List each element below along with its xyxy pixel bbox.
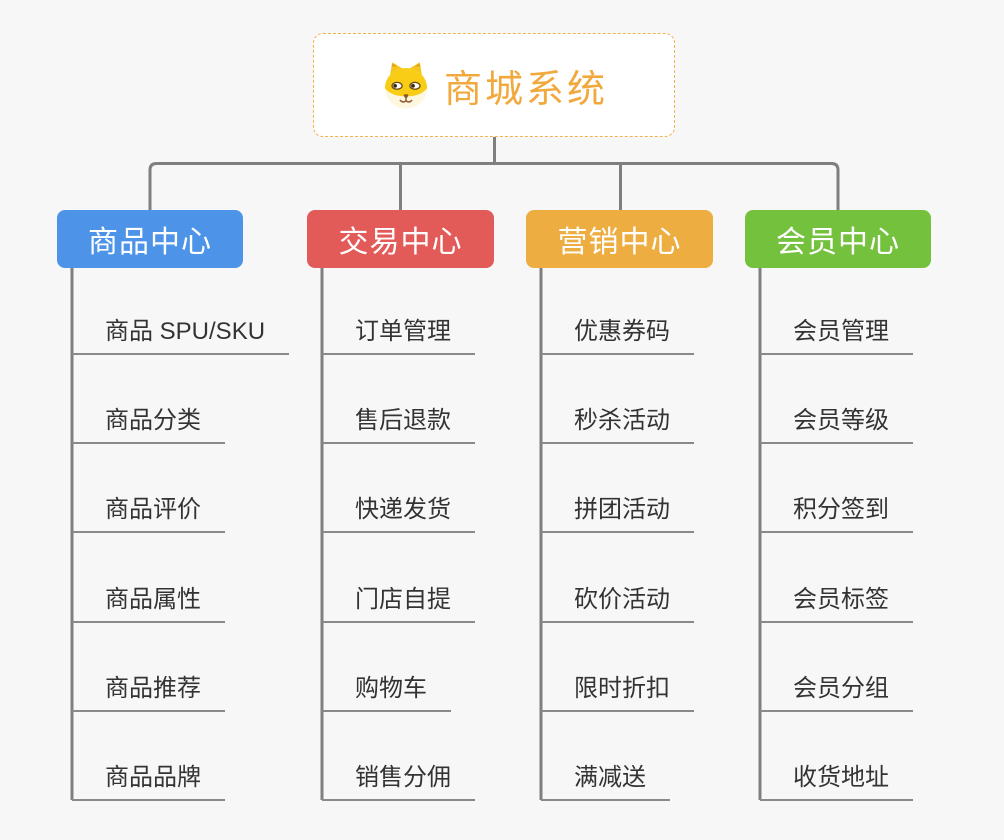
child-node[interactable]: 拼团活动 xyxy=(541,497,694,533)
branch-node-product-center[interactable]: 商品中心 xyxy=(57,210,243,268)
child-node[interactable]: 优惠券码 xyxy=(541,319,694,355)
child-node[interactable]: 会员分组 xyxy=(760,676,913,712)
branch-node-label: 会员中心 xyxy=(776,226,900,259)
child-node[interactable]: 收货地址 xyxy=(760,765,913,801)
branch-node-marketing-center[interactable]: 营销中心 xyxy=(526,210,713,268)
branch-node-label: 营销中心 xyxy=(557,226,682,259)
child-node[interactable]: 快递发货 xyxy=(322,497,475,533)
branch-node-label: 商品中心 xyxy=(88,226,212,259)
child-node[interactable]: 售后退款 xyxy=(322,408,475,444)
child-node[interactable]: 商品品牌 xyxy=(72,765,225,801)
root-node-label: 商城系统 xyxy=(443,68,608,111)
child-node[interactable]: 积分签到 xyxy=(760,497,913,533)
dog-face-icon xyxy=(380,59,432,111)
child-node[interactable]: 商品属性 xyxy=(72,587,225,623)
child-node[interactable]: 订单管理 xyxy=(322,319,475,355)
child-node[interactable]: 商品分类 xyxy=(72,408,225,444)
child-node[interactable]: 秒杀活动 xyxy=(541,408,694,444)
child-node[interactable]: 会员管理 xyxy=(760,319,913,355)
child-node[interactable]: 会员等级 xyxy=(760,408,913,444)
child-node[interactable]: 商品评价 xyxy=(72,497,225,533)
child-node[interactable]: 商品推荐 xyxy=(72,676,225,712)
child-node[interactable]: 购物车 xyxy=(322,676,451,712)
child-node[interactable]: 满减送 xyxy=(541,765,670,801)
child-node[interactable]: 门店自提 xyxy=(322,587,475,623)
branch-node-trade-center[interactable]: 交易中心 xyxy=(307,210,494,268)
root-node[interactable]: 商城系统 xyxy=(313,33,675,137)
child-node[interactable]: 销售分佣 xyxy=(322,765,475,801)
branch-node-member-center[interactable]: 会员中心 xyxy=(745,210,931,268)
child-node[interactable]: 限时折扣 xyxy=(541,676,694,712)
child-node[interactable]: 砍价活动 xyxy=(541,587,694,623)
child-node[interactable]: 商品 SPU/SKU xyxy=(72,319,290,355)
branch-node-label: 交易中心 xyxy=(338,226,463,259)
child-node[interactable]: 会员标签 xyxy=(760,587,913,623)
